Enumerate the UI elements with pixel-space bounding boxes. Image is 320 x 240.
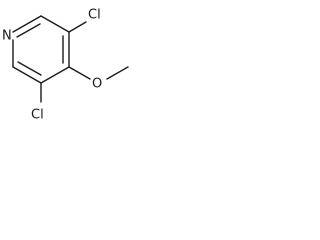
bond-n-c2-double-inner bbox=[16, 23, 41, 38]
bond-o-methyl bbox=[106, 66, 129, 80]
nitrogen-label: N bbox=[2, 29, 12, 44]
bond-n-c2-double-outer bbox=[12, 15, 42, 33]
bond-c4-c5 bbox=[40, 66, 70, 84]
oxygen-label: O bbox=[92, 77, 102, 92]
chlorine-bottom-label: Cl bbox=[31, 108, 44, 123]
bond-c5-c6-inner bbox=[17, 61, 42, 76]
bond-c4-o bbox=[68, 66, 91, 80]
bond-c2-c3 bbox=[40, 15, 70, 33]
bond-c3-cl-top bbox=[68, 21, 87, 33]
bond-c5-c6 bbox=[12, 66, 42, 84]
chlorine-top-label: Cl bbox=[88, 8, 101, 23]
molecule-svg: N Cl O Cl bbox=[2, 8, 129, 123]
structure-diagram: N Cl O Cl bbox=[0, 0, 150, 138]
